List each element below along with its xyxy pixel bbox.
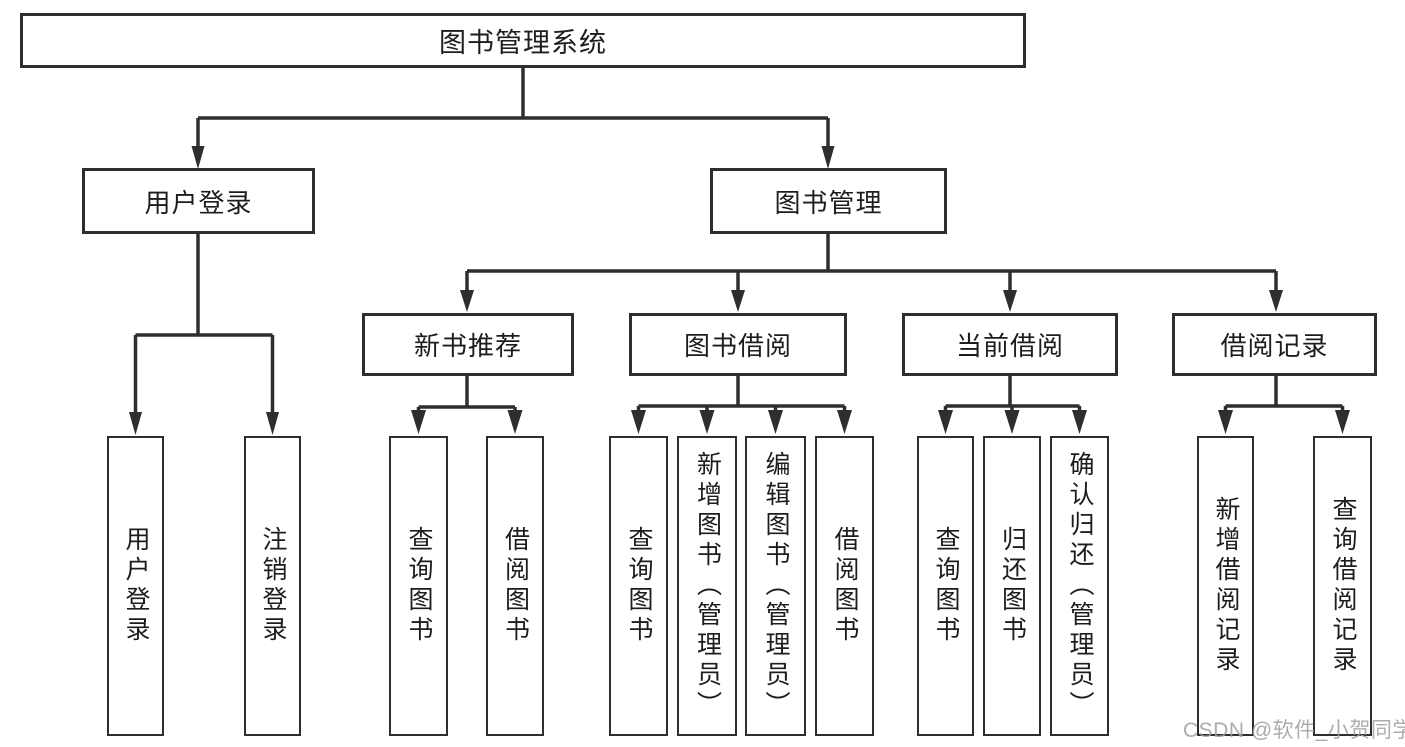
connector-new-book-recommend: [411, 376, 523, 434]
connector-book-borrowing: [631, 376, 852, 434]
leaf-label: 注销登录: [259, 526, 287, 646]
node-leaf-confirm-return-admin: 确认归还（管理员）: [1050, 436, 1109, 736]
node-leaf-query-borrow-record: 查询借阅记录: [1313, 436, 1372, 736]
node-leaf-return-books: 归还图书: [983, 436, 1041, 736]
connector-user-login: [129, 234, 279, 435]
node-leaf-edit-books-admin: 编辑图书（管理员）: [745, 436, 806, 736]
node-leaf-borrow-books-2: 借阅图书: [815, 436, 874, 736]
leaf-label: 确认归还（管理员）: [1066, 451, 1094, 721]
leaf-label: 查询图书: [625, 526, 653, 646]
connector-root: [191, 68, 835, 169]
node-leaf-query-books-1: 查询图书: [389, 436, 448, 736]
leaf-label: 借阅图书: [501, 526, 530, 646]
node-new-book-recommend: 新书推荐: [362, 313, 574, 376]
node-current-borrowing: 当前借阅: [902, 313, 1118, 376]
node-root: 图书管理系统: [20, 13, 1026, 68]
node-leaf-add-books-admin: 新增图书（管理员）: [677, 436, 737, 736]
node-leaf-user-login: 用户登录: [107, 436, 164, 736]
leaf-label: 查询图书: [932, 526, 960, 646]
connector-book-management: [460, 234, 1283, 312]
leaf-label: 查询图书: [405, 526, 433, 646]
node-leaf-add-borrow-record: 新增借阅记录: [1197, 436, 1254, 736]
leaf-label: 新增图书（管理员）: [693, 451, 722, 721]
node-borrowing-records: 借阅记录: [1172, 313, 1377, 376]
node-user-login-group: 用户登录: [82, 168, 315, 234]
leaf-label: 新增借阅记录: [1212, 496, 1240, 676]
node-leaf-borrow-books-1: 借阅图书: [486, 436, 544, 736]
node-book-management-group: 图书管理: [710, 168, 947, 234]
connector-borrowing-records: [1218, 376, 1350, 434]
node-leaf-query-books-3: 查询图书: [917, 436, 974, 736]
node-book-borrowing: 图书借阅: [629, 313, 847, 376]
node-leaf-query-books-2: 查询图书: [609, 436, 668, 736]
leaf-label: 归还图书: [998, 526, 1027, 646]
leaf-label: 编辑图书（管理员）: [762, 451, 790, 721]
node-leaf-logout: 注销登录: [244, 436, 301, 736]
connector-current-borrowing: [938, 376, 1087, 434]
leaf-label: 用户登录: [122, 526, 150, 646]
leaf-label: 查询借阅记录: [1329, 496, 1357, 676]
watermark: CSDN @软件_小贺同学: [1183, 719, 1405, 742]
leaf-label: 借阅图书: [831, 526, 859, 646]
